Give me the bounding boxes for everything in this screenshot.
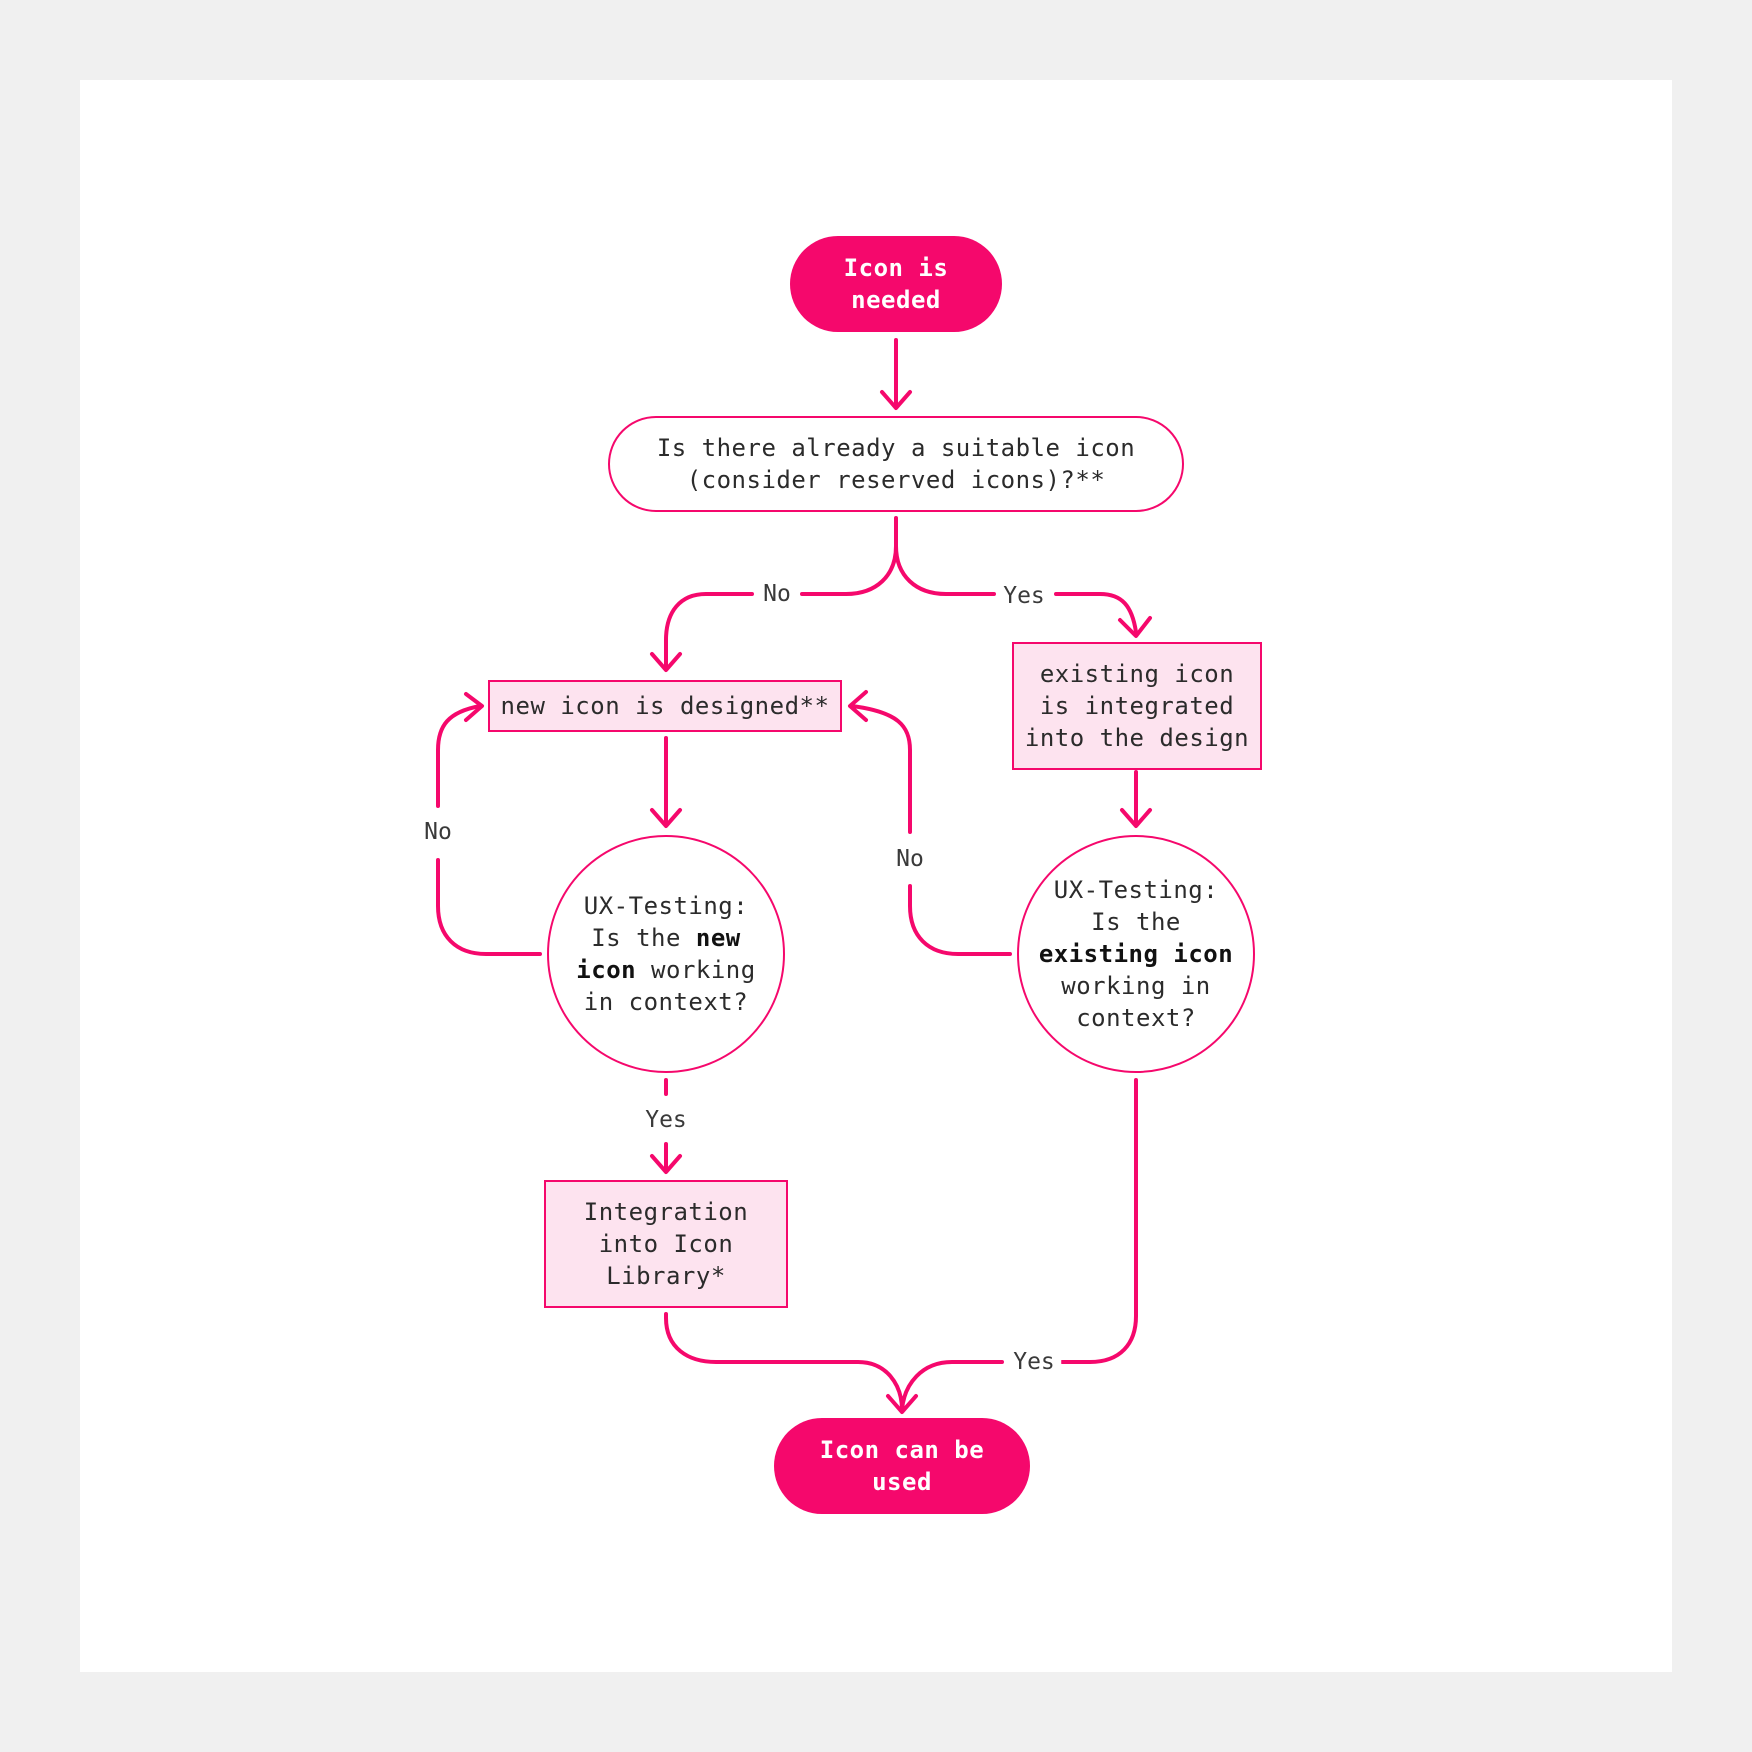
edge-label-question-no: No [757, 580, 797, 608]
edge-label-test-new-yes: Yes [639, 1106, 693, 1134]
start-terminal: Icon is needed [790, 236, 1002, 332]
arrowhead [880, 390, 912, 410]
question-label: Is there already a suitable icon (consid… [656, 434, 1136, 494]
test-existing-line2: Is the [1091, 908, 1181, 936]
new-icon-designed-box: new icon is designed** [488, 680, 842, 732]
suitable-icon-question: Is there already a suitable icon (consid… [608, 416, 1184, 512]
existing-icon-integrated-box: existing icon is integrated into the des… [1012, 642, 1262, 770]
library-label: Integration into Icon Library* [583, 1198, 749, 1290]
test-existing-line4: working in [1061, 972, 1211, 1000]
arrowhead [650, 1154, 682, 1174]
arrowhead [464, 692, 484, 722]
edge-label-test-new-no: No [418, 818, 458, 846]
start-label: Icon is needed [843, 254, 949, 314]
test-new-line3-post: working [636, 956, 756, 984]
diagram-card [80, 80, 1672, 1672]
edge-test-existing-no [850, 704, 1012, 956]
edge-test-new-no [436, 704, 542, 956]
ux-testing-new-icon-circle: UX-Testing: Is the new icon working in c… [547, 835, 785, 1073]
test-new-line4: in context? [583, 988, 749, 1016]
arrowhead [650, 808, 682, 828]
end-label: Icon can be used [819, 1436, 985, 1496]
arrowhead [848, 690, 868, 722]
test-existing-line5: context? [1076, 1004, 1196, 1032]
test-new-line2-pre: Is the [591, 924, 696, 952]
test-existing-line1: UX-Testing: [1053, 876, 1219, 904]
arrowhead [1118, 616, 1152, 638]
end-terminal: Icon can be used [774, 1418, 1030, 1514]
arrowhead [886, 1394, 918, 1414]
test-new-line1: UX-Testing: [583, 892, 749, 920]
edge-test-existing-yes [900, 1078, 1138, 1412]
arrowhead [650, 652, 682, 672]
edge-label-question-yes: Yes [997, 582, 1051, 610]
test-existing-line3-bold: existing icon [1038, 940, 1234, 968]
test-new-line3-bold: icon [576, 956, 637, 984]
test-existing-label: UX-Testing: Is the existing icon working… [1039, 874, 1233, 1034]
integration-into-library-box: Integration into Icon Library* [544, 1180, 788, 1308]
edge-label-test-existing-no: No [890, 845, 930, 873]
ux-testing-existing-icon-circle: UX-Testing: Is the existing icon working… [1017, 835, 1255, 1073]
test-new-line2-bold: new [695, 924, 741, 952]
test-new-label: UX-Testing: Is the new icon working in c… [576, 890, 755, 1018]
existing-icon-label: existing icon is integrated into the des… [1024, 660, 1250, 752]
edge-question-yes [894, 544, 1138, 634]
edge-label-test-existing-yes: Yes [1007, 1348, 1061, 1376]
edge-library-to-end [664, 1312, 904, 1412]
arrowhead [1120, 808, 1152, 828]
new-icon-label: new icon is designed** [500, 692, 830, 720]
